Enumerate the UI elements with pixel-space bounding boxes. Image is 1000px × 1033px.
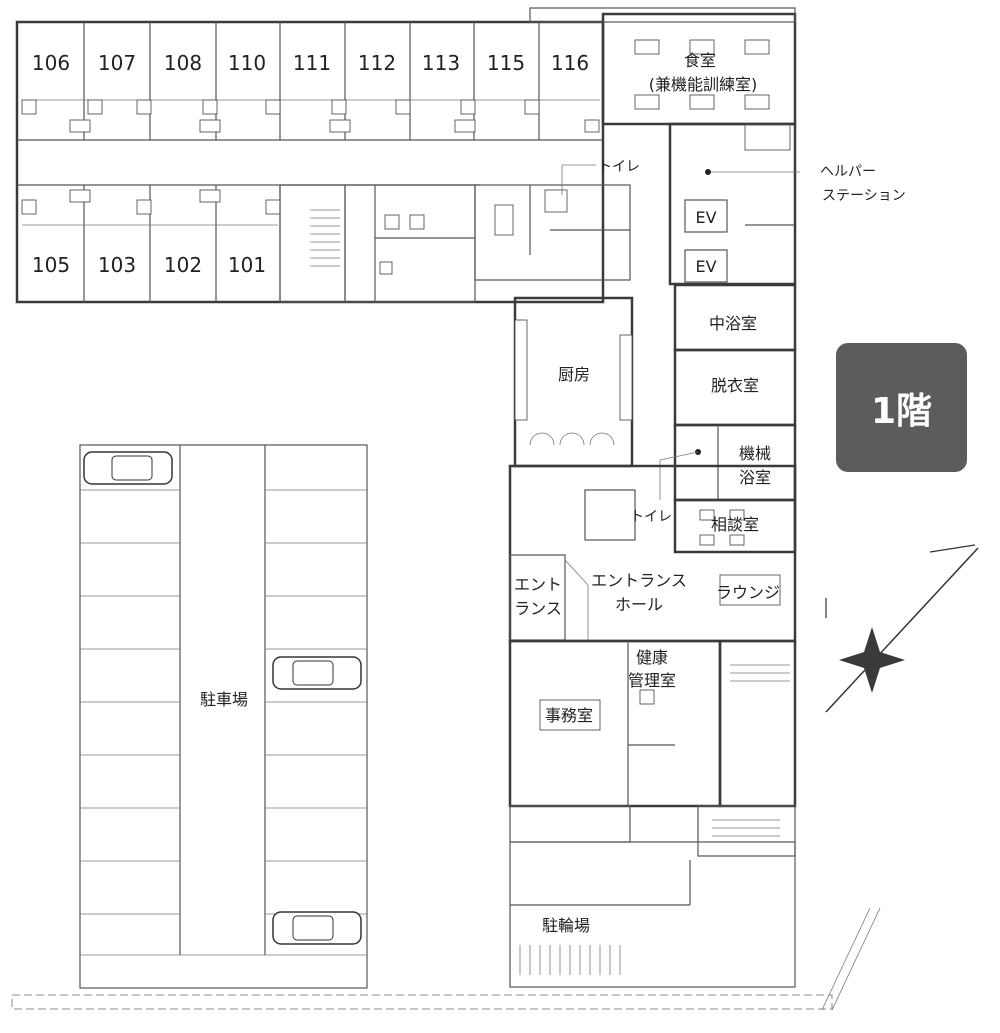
resident-wing xyxy=(15,20,631,304)
room-107-label: 107 xyxy=(98,51,136,75)
health-room-label-1: 健康 xyxy=(636,648,668,667)
room-106-label: 106 xyxy=(32,51,70,75)
room-116-label: 116 xyxy=(551,51,589,75)
dining-label-1: 食室 xyxy=(684,51,716,70)
upper-room-dividers xyxy=(22,22,600,140)
hall-label-1: エントランス xyxy=(591,571,687,590)
lounge-label: ラウンジ xyxy=(716,583,780,602)
kitchen xyxy=(513,296,634,468)
room-112-label: 112 xyxy=(358,51,396,75)
bicycle-parking-label: 駐輪場 xyxy=(542,916,590,935)
entrance-label-2: ランス xyxy=(514,599,562,618)
dining-label-2: (兼機能訓練室) xyxy=(649,75,758,94)
car-icon xyxy=(272,656,362,690)
toilet-label-mid: トイレ xyxy=(630,509,672,525)
parking-lot xyxy=(79,444,368,989)
helper-station-label-2: ステーション xyxy=(822,188,906,204)
room-110-label: 110 xyxy=(228,51,266,75)
office-block xyxy=(508,639,797,988)
toilet-label-top: トイレ xyxy=(598,159,640,175)
parking-label: 駐車場 xyxy=(200,690,248,709)
office-label: 事務室 xyxy=(545,706,593,725)
room-113-label: 113 xyxy=(422,51,460,75)
room-115-label: 115 xyxy=(487,51,525,75)
room-108-label: 108 xyxy=(164,51,202,75)
room-111-label: 111 xyxy=(293,51,331,75)
health-room-label-2: 管理室 xyxy=(628,671,676,690)
service-rooms xyxy=(344,184,476,303)
bath-medium-label: 中浴室 xyxy=(709,314,757,333)
entrance-label-1: エント xyxy=(514,575,562,594)
elevator-1 xyxy=(684,199,728,233)
car-icon xyxy=(272,911,362,945)
upper-room-numbers: 106 107 108 110 111 112 113 115 116 xyxy=(32,51,589,75)
stairwell xyxy=(279,184,346,303)
mech-bath-label-2: 浴室 xyxy=(739,468,771,487)
helper-station-block xyxy=(668,122,800,286)
room-furniture xyxy=(21,99,600,215)
parking-stall-lines xyxy=(80,489,367,956)
kitchen-label: 厨房 xyxy=(558,365,590,384)
room-105-label: 105 xyxy=(32,253,70,277)
site-boundary xyxy=(11,907,881,1011)
entrance-vestibule xyxy=(509,554,566,641)
toilet-block xyxy=(474,184,631,281)
ev-label-2: EV xyxy=(695,257,716,276)
car-icon xyxy=(83,451,173,485)
hall-label-2: ホール xyxy=(615,595,663,614)
mech-bath-label-1: 機械 xyxy=(739,444,771,463)
dressing-room-label: 脱衣室 xyxy=(711,376,759,395)
room-101-label: 101 xyxy=(228,253,266,277)
helper-station-label-1: ヘルパー xyxy=(820,164,876,180)
lower-room-numbers: 105 103 102 101 xyxy=(32,253,266,277)
consult-room-label: 相談室 xyxy=(711,515,759,534)
ev-label-1: EV xyxy=(695,208,716,227)
bicycle-racks xyxy=(519,945,621,975)
elevator-2 xyxy=(684,249,728,283)
compass-star-icon xyxy=(825,544,979,713)
room-103-label: 103 xyxy=(98,253,136,277)
floor-badge: 1階 xyxy=(836,343,967,472)
room-102-label: 102 xyxy=(164,253,202,277)
